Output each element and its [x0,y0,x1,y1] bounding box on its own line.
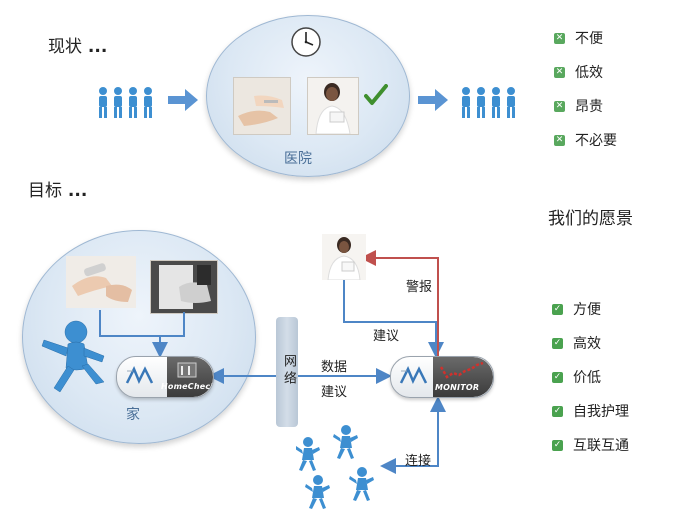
person-icon [349,467,374,501]
check-box-icon: ✓ [552,303,563,315]
benefit-item: ✓高效 [552,336,601,352]
homecheck-screen-icon [177,362,197,378]
network-label: 网络 [281,354,296,388]
cross-box-icon: ✕ [554,100,565,112]
person-icon [295,437,320,471]
remote-doctor-photo [322,234,366,280]
patients-group-right [459,86,523,120]
person-icon [99,87,107,118]
benefit-item: ✓价低 [552,370,601,386]
check-box-icon: ✓ [552,337,563,349]
flow-arrow-right-icon [418,89,448,115]
patients-cluster [295,424,388,520]
check-box-icon: ✓ [552,371,563,383]
hospital-label: 医院 [284,151,312,167]
homecheck-device: HomeCheck [116,356,214,398]
ta-logo-icon [125,365,154,385]
home-measurement-photo [150,260,218,314]
connector-line [99,310,168,358]
network-bar [276,317,298,427]
problem-item: ✕昂贵 [554,99,603,115]
person-icon [144,87,152,118]
monitor-device: MONITOR [390,356,494,398]
ellipsis-icon: ... [82,37,108,57]
checkmark-icon [364,84,388,110]
flow-arrow-right-icon [168,89,198,115]
person-icon [114,87,122,118]
person-icon [462,87,470,118]
heartbeat-icon [439,361,484,379]
alarm-label: 警报 [406,280,433,295]
vision-title: 我们的愿景 [548,209,633,229]
doctor-photo [307,77,359,135]
check-box-icon: ✓ [552,439,563,451]
problem-item: ✕不便 [554,31,603,47]
ellipsis-icon: ... [62,181,88,201]
goal-heading: 目标 ... [28,181,88,201]
person-icon [492,87,500,118]
current-state-heading: 现状 ... [48,37,108,57]
problem-item: ✕不必要 [554,133,617,149]
advice-label-middle: 建议 [321,385,348,400]
person-icon [305,475,330,509]
connect-label: 连接 [405,454,432,469]
home-label: 家 [126,407,140,423]
benefits-list: ✓方便 ✓高效 ✓价低 ✓自我护理 ✓互联互通 [552,292,629,462]
clock-icon [290,26,322,62]
person-icon [333,425,358,459]
advice-connector [343,280,444,358]
happy-patient-figure [38,318,114,402]
person-icon [129,87,137,118]
cross-box-icon: ✕ [554,134,565,146]
benefit-item: ✓互联互通 [552,438,629,454]
benefit-item: ✓自我护理 [552,404,629,420]
advice-label-upper: 建议 [373,329,400,344]
check-box-icon: ✓ [552,405,563,417]
monitor-brand: MONITOR [435,383,480,392]
homecheck-brand: HomeCheck [161,382,214,391]
problems-list: ✕不便 ✕低效 ✕昂贵 ✕不必要 [554,21,617,157]
person-icon [477,87,485,118]
ta-logo-icon [399,365,428,385]
data-label: 数据 [321,360,348,375]
connector-line [160,312,185,337]
person-icon [507,87,515,118]
patients-group-left [96,86,160,120]
glucose-test-photo [66,256,136,308]
cross-box-icon: ✕ [554,66,565,78]
problem-item: ✕低效 [554,65,603,81]
benefit-item: ✓方便 [552,302,601,318]
cross-box-icon: ✕ [554,32,565,44]
blood-test-photo [233,77,291,135]
alarm-connector [360,250,439,356]
